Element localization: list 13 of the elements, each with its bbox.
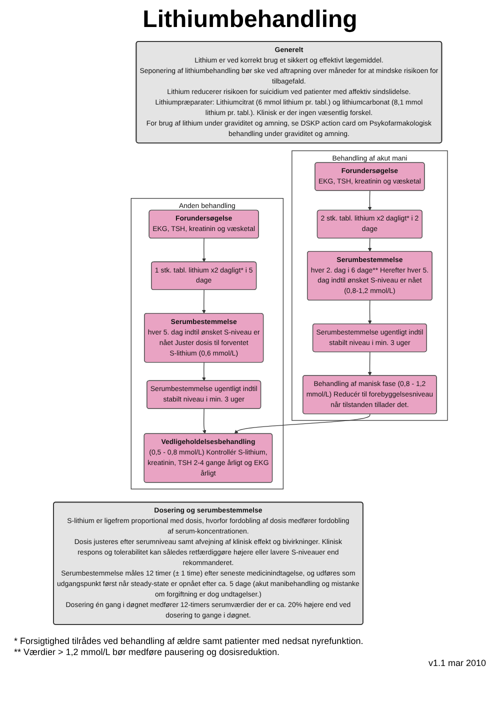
arrow (202, 408, 206, 434)
version-note: v1.1 mar 2010 (427, 658, 486, 668)
arrow (202, 290, 206, 314)
arrow (367, 190, 372, 211)
arrow (234, 414, 370, 434)
footnote: ** Værdier > 1,2 mmol/L bør medføre pausering og dosisreduktion. (14, 647, 281, 657)
title: Lithiumbehandling (142, 6, 358, 34)
arrow (367, 300, 372, 324)
arrow (202, 238, 206, 262)
arrow (202, 362, 206, 382)
footnote: * Forsigtighed tilrådes ved behandling af ældre samt patienter med nedsat nyrefunktion. (14, 636, 364, 646)
arrow (367, 238, 372, 252)
arrow (367, 352, 372, 376)
